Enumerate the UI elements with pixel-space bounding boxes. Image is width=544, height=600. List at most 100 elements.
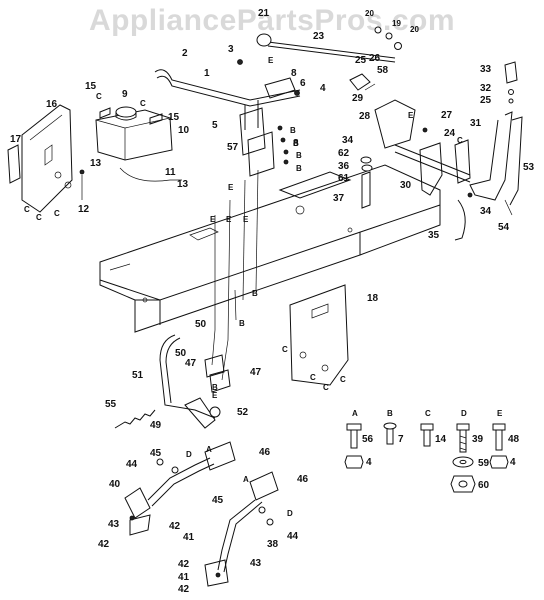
callout-19: 19: [392, 19, 401, 28]
letter-b-5: B: [252, 289, 258, 298]
callout-43-right: 43: [250, 558, 262, 569]
callout-47-right: 47: [250, 367, 262, 378]
callout-34-right: 34: [480, 206, 492, 217]
letter-e-47: E: [212, 391, 218, 400]
letter-e-lever: E: [228, 183, 234, 192]
letter-c-18-d: C: [340, 375, 346, 384]
hardware-legend: A 56 4 B 7 C 14 D 39 59 60 E 48 4: [344, 409, 520, 493]
callout-34-top: 34: [342, 135, 354, 146]
letter-c-18-a: C: [282, 345, 288, 354]
legend-part-7: 7: [398, 434, 404, 445]
callout-45-left: 45: [150, 448, 162, 459]
callout-41-left: 41: [183, 532, 195, 543]
callout-55: 55: [105, 399, 117, 410]
letter-c-18-b: C: [310, 373, 316, 382]
callout-15-left: 15: [85, 81, 97, 92]
lower-linkage: [114, 334, 231, 429]
legend-letter-a: A: [352, 409, 358, 418]
callout-8-mid: 8: [293, 138, 299, 149]
callout-51: 51: [132, 370, 144, 381]
callout-29: 29: [352, 93, 364, 104]
callout-44-left: 44: [126, 459, 138, 470]
callout-45-right: 45: [212, 495, 224, 506]
battery-bracket: [7, 104, 73, 213]
callout-33: 33: [480, 64, 492, 75]
callout-16: 16: [46, 99, 58, 110]
letter-e-mid-2: E: [226, 215, 232, 224]
callout-38: 38: [267, 539, 279, 550]
vertical-rods: [211, 169, 259, 381]
letter-b-4: B: [296, 164, 302, 173]
legend-part-39: 39: [472, 434, 484, 445]
callout-52: 52: [237, 407, 249, 418]
callout-61: 61: [338, 173, 350, 184]
pedal-arm-right: [204, 471, 279, 587]
callout-42-left-b: 42: [98, 539, 110, 550]
letter-b-3: B: [296, 151, 302, 160]
callout-15-right: 15: [168, 112, 180, 123]
callout-9: 9: [122, 89, 128, 100]
callout-5: 5: [212, 120, 218, 131]
callout-1: 1: [204, 68, 210, 79]
side-plate: [289, 284, 349, 386]
callout-8-top: 8: [291, 68, 297, 79]
letter-d-46-a: D: [186, 450, 192, 459]
pedal-arm-left: [124, 441, 236, 536]
callout-35: 35: [428, 230, 440, 241]
callout-13-left: 13: [90, 158, 102, 169]
callout-6: 6: [300, 78, 306, 89]
lift-lever: [154, 59, 301, 130]
callout-47-left: 47: [185, 358, 197, 369]
letter-e-top: E: [268, 56, 274, 65]
letter-e-right: E: [408, 111, 414, 120]
letter-c-left-3: C: [54, 209, 60, 218]
legend-nut-e: 4: [510, 457, 516, 468]
legend-washer-59: 59: [478, 458, 490, 469]
callout-18: 18: [367, 293, 379, 304]
callout-25-right: 25: [480, 95, 492, 106]
letter-c-15: C: [96, 92, 102, 101]
callout-23: 23: [313, 31, 325, 42]
callout-28: 28: [359, 111, 371, 122]
letter-b-47: B: [212, 383, 218, 392]
callout-32: 32: [480, 83, 492, 94]
letter-b-1: B: [290, 126, 296, 135]
legend-part-56: 56: [362, 434, 374, 445]
callout-20-left: 20: [365, 9, 374, 18]
chassis-frame: [99, 164, 441, 333]
lift-rod: [256, 26, 402, 63]
legend-nut-a: 4: [366, 457, 372, 468]
letter-e-mid-1: E: [210, 215, 216, 224]
fuel-tank: [95, 106, 182, 182]
callout-24: 24: [444, 128, 456, 139]
legend-part-48: 48: [508, 434, 520, 445]
callout-46-bottom: 46: [297, 474, 309, 485]
letter-c-tank: C: [140, 99, 146, 108]
callout-54: 54: [498, 222, 510, 233]
letter-c-18-c: C: [323, 383, 329, 392]
legend-letter-b: B: [387, 409, 393, 418]
legend-letter-c: C: [425, 409, 431, 418]
callout-31: 31: [470, 118, 482, 129]
pivot-bracket: [239, 107, 289, 177]
callout-57: 57: [227, 142, 239, 153]
lift-shaft: [360, 99, 471, 241]
callout-11: 11: [165, 167, 176, 178]
callout-43-left: 43: [108, 519, 120, 530]
letter-b-2: B: [293, 139, 299, 148]
spring-link: [349, 73, 376, 91]
letter-c-right: C: [457, 136, 463, 145]
callout-4-top: 4: [320, 83, 326, 94]
callout-20-right: 20: [410, 25, 419, 34]
callout-30: 30: [400, 180, 412, 191]
callout-58: 58: [377, 65, 389, 76]
callout-40: 40: [109, 479, 121, 490]
letter-a-46-b: A: [243, 475, 249, 484]
callout-10: 10: [178, 125, 190, 136]
callout-3: 3: [228, 44, 234, 55]
letter-b-mid: B: [239, 319, 245, 328]
callout-49: 49: [150, 420, 162, 431]
lift-handle: [467, 61, 523, 216]
callout-41-right: 41: [178, 572, 190, 583]
